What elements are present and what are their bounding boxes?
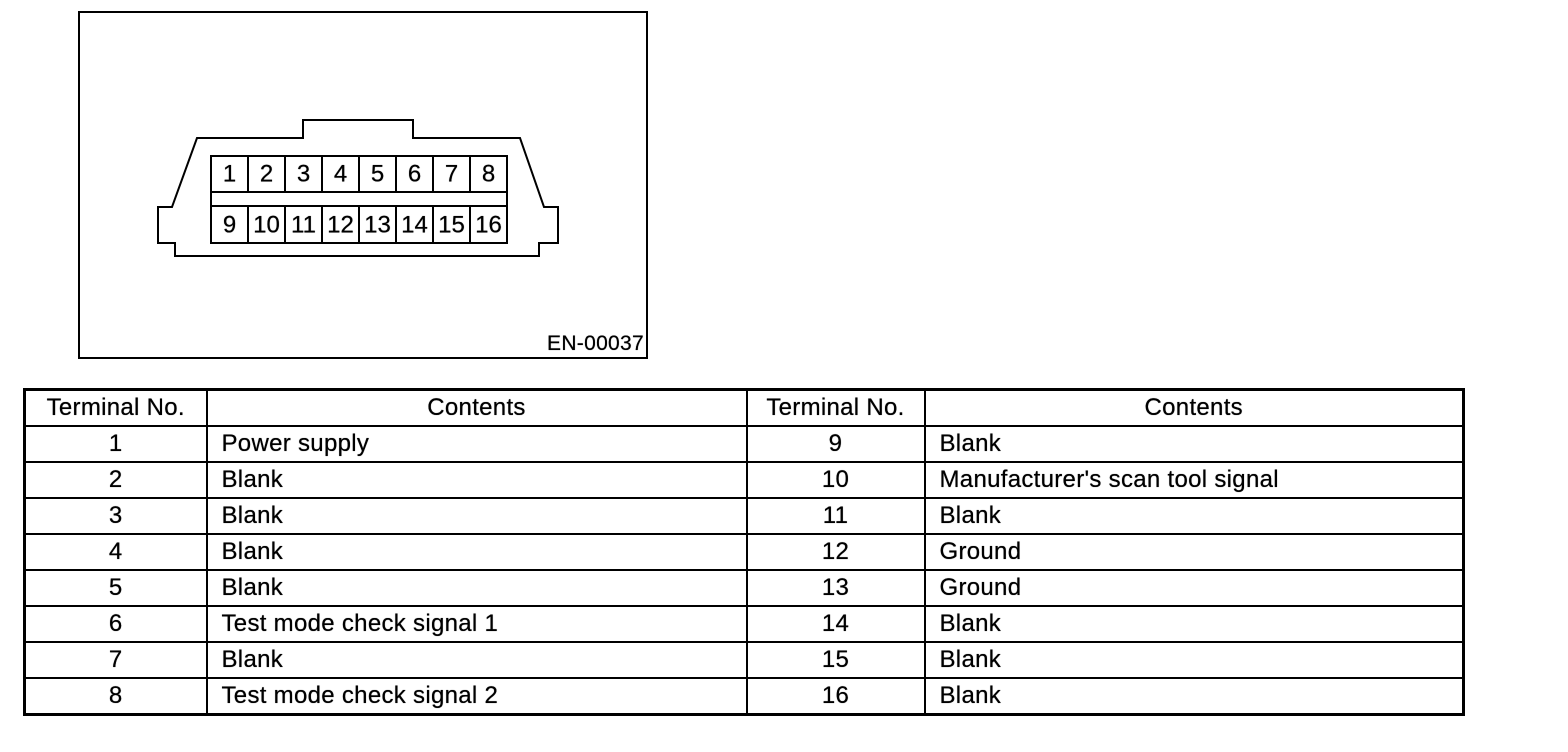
contents-cell: Power supply [205,425,748,463]
column-header-terminal-left: Terminal No. [23,388,208,427]
pin-number: 11 [291,212,316,239]
contents-cell: Blank [923,605,1465,643]
terminal-number-cell: 5 [23,569,208,607]
pin-number: 9 [223,212,236,239]
pin-number: 13 [364,212,391,239]
contents-cell: Test mode check signal 1 [205,605,748,643]
pin-number: 12 [327,212,354,239]
terminal-number-cell: 8 [23,677,208,716]
contents-cell: Blank [923,497,1465,535]
contents-cell: Blank [205,497,748,535]
pin-cell [469,155,508,193]
pin-number: 16 [475,212,502,239]
pin-number: 1 [223,161,236,188]
terminal-number-cell: 2 [23,461,208,499]
pin-row-divider-band [210,191,508,207]
pin-cell [395,155,434,193]
terminal-number-cell: 10 [745,461,926,499]
contents-cell: Blank [923,677,1465,716]
table-row: 6 Test mode check signal 1 14 Blank [23,605,1465,643]
pin-cell [284,155,323,193]
connector-outline [157,119,559,257]
terminal-number-cell: 9 [745,425,926,463]
pin-number: 7 [445,161,458,188]
terminal-number-cell: 1 [23,425,208,463]
pin-number: 8 [482,161,495,188]
pin-number: 5 [371,161,384,188]
contents-cell: Blank [205,533,748,571]
terminal-number-cell: 6 [23,605,208,643]
contents-cell: Blank [923,425,1465,463]
pin-number: 14 [401,212,428,239]
terminal-number-cell: 16 [745,677,926,716]
figure-code-label: EN-00037 [547,332,644,355]
contents-cell: Blank [205,641,748,679]
terminal-number-cell: 13 [745,569,926,607]
terminal-number-cell: 3 [23,497,208,535]
connector-figure: 1 2 3 4 5 6 7 8 9 10 11 12 13 14 15 16 E… [78,11,648,359]
figure-frame [78,11,648,359]
table-row: 8 Test mode check signal 2 16 Blank [23,677,1465,716]
contents-cell: Blank [205,569,748,607]
column-header-contents-right: Contents [923,388,1465,427]
pin-number: 3 [297,161,310,188]
table-row: 1 Power supply 9 Blank [23,425,1465,463]
table-row: 2 Blank 10 Manufacturer's scan tool sign… [23,461,1465,499]
terminal-number-cell: 7 [23,641,208,679]
terminal-number-cell: 12 [745,533,926,571]
column-header-terminal-right: Terminal No. [745,388,926,427]
pin-number: 10 [253,212,280,239]
contents-cell: Ground [923,533,1465,571]
terminal-number-cell: 14 [745,605,926,643]
pin-cell [469,205,508,244]
pin-cell [284,205,323,244]
pin-number: 4 [334,161,347,188]
pin-number: 6 [408,161,421,188]
contents-cell: Manufacturer's scan tool signal [923,461,1465,499]
table-row: 4 Blank 12 Ground [23,533,1465,571]
pin-cell [432,205,471,244]
pin-cell [210,205,249,244]
pin-number: 15 [438,212,465,239]
pin-number: 2 [260,161,273,188]
terminal-number-cell: 15 [745,641,926,679]
contents-cell: Ground [923,569,1465,607]
terminal-number-cell: 4 [23,533,208,571]
terminal-number-cell: 11 [745,497,926,535]
pin-cell [432,155,471,193]
table-row: 7 Blank 15 Blank [23,641,1465,679]
contents-cell: Blank [205,461,748,499]
contents-cell: Test mode check signal 2 [205,677,748,716]
table-row: 3 Blank 11 Blank [23,497,1465,535]
contents-cell: Blank [923,641,1465,679]
pin-cell [358,205,397,244]
pin-cell [395,205,434,244]
table-row: 5 Blank 13 Ground [23,569,1465,607]
column-header-contents-left: Contents [205,388,748,427]
terminal-table: Terminal No. Contents Terminal No. Conte… [23,388,1465,716]
pin-cell [210,155,249,193]
table-header-row: Terminal No. Contents Terminal No. Conte… [23,388,1465,427]
